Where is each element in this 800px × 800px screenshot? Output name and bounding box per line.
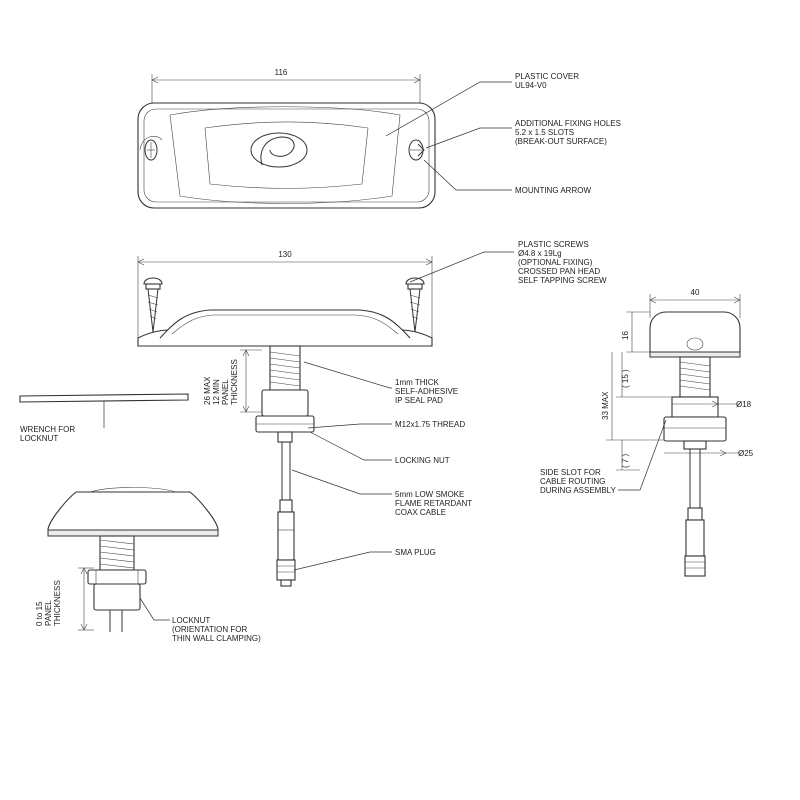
dim-dia-25: Ø25	[738, 449, 754, 458]
label-thread: M12x1.75 THREAD	[395, 420, 465, 429]
dim-right-max: 33 MAX	[601, 391, 610, 420]
wrench	[19, 393, 189, 428]
dim-top-width: 116	[275, 68, 288, 77]
right-view: 40	[606, 288, 741, 577]
top-view: 116	[137, 68, 512, 209]
fixing-hole-right	[408, 139, 425, 161]
dim-right-seven: ( 7 )	[621, 453, 630, 468]
dim-right-cap: 16	[621, 331, 630, 340]
label-mounting-arrow: MOUNTING ARROW	[515, 186, 591, 195]
label-locking-nut: LOCKING NUT	[395, 456, 450, 465]
label-panel-lower: 0 to 15PANELTHICKNESS	[35, 580, 62, 626]
dim-side-width: 130	[278, 250, 292, 259]
fixing-hole-left	[139, 136, 163, 161]
dim-dia-18: Ø18	[736, 400, 752, 409]
screw-left	[143, 277, 163, 333]
side-view: 130	[137, 250, 514, 587]
screw-right	[405, 277, 425, 333]
dim-right-width: 40	[691, 288, 700, 297]
dim-right-bracket: ( 15 )	[621, 369, 630, 388]
label-sma: SMA PLUG	[395, 548, 436, 557]
lower-view	[47, 487, 219, 632]
logo-mark	[250, 132, 308, 168]
label-panel-side: 26 MAX12 MINPANELTHICKNESS	[203, 359, 239, 405]
